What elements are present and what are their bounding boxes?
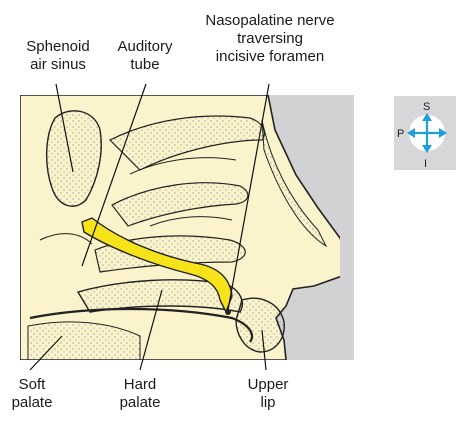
- label-sphenoid-air-sinus: Sphenoid air sinus: [8, 38, 108, 74]
- label-hard-palate: Hard palate: [108, 376, 172, 412]
- label-auditory-tube: Auditory tube: [100, 38, 190, 74]
- label-upper-lip: Upper lip: [240, 376, 296, 412]
- label-soft-palate: Soft palate: [2, 376, 62, 412]
- compass-superior: S: [423, 101, 430, 113]
- orientation-compass: S P I: [394, 96, 456, 170]
- compass-posterior: P: [397, 128, 404, 140]
- label-nasopalatine-nerve: Nasopalatine nerve traversing incisive f…: [190, 12, 350, 66]
- compass-inferior: I: [424, 158, 427, 170]
